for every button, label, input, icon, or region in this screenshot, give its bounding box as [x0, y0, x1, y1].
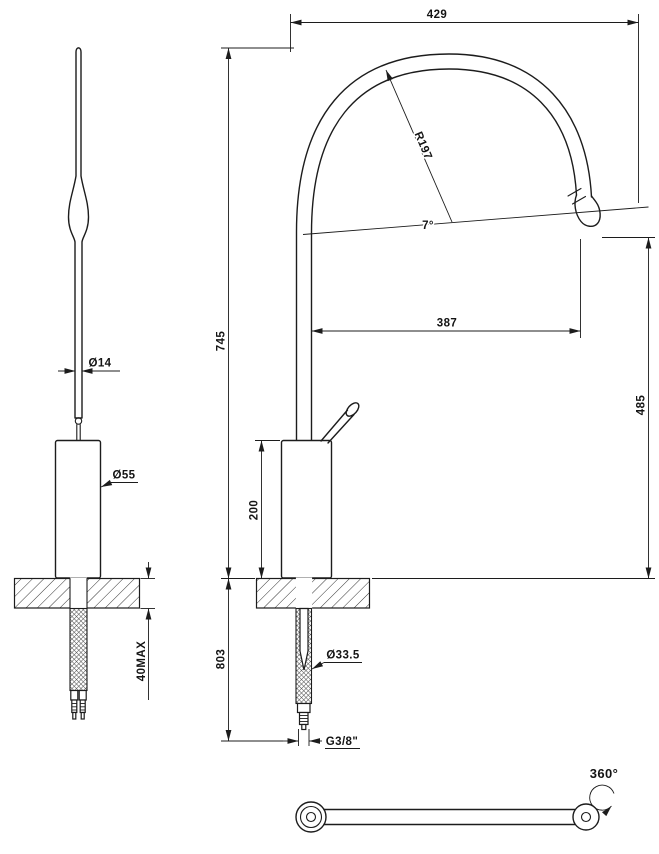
side-spindle-outline — [67, 47, 90, 419]
dim-hole-diameter: Ø33.5 — [311, 648, 362, 670]
front-view: 429 R197 7° 387 745 485 — [214, 8, 655, 750]
dim-spout-angle: 7° — [302, 206, 649, 235]
dim-spout-radius: R197 — [385, 69, 453, 223]
dim-body-height: 200 — [247, 440, 280, 579]
side-body — [54, 439, 102, 579]
dim-label-counter-thickness: 40MAX — [136, 641, 148, 681]
side-view: Ø14 Ø55 40MAX — [13, 47, 155, 720]
dim-label-height-below-counter: 803 — [216, 649, 228, 669]
top-view: 360° — [295, 765, 619, 833]
front-shank — [295, 607, 313, 731]
swivel-symbol: 360° — [588, 765, 619, 817]
rotation-arrow-icon — [589, 784, 615, 817]
dim-overall-width: 429 — [290, 8, 639, 203]
dim-counter-thickness: 40MAX — [135, 562, 155, 700]
top-view-spout-end — [572, 803, 600, 831]
dim-spout-reach: 387 — [311, 239, 581, 338]
dim-height-above-counter: 745 — [214, 47, 294, 579]
side-pivot — [74, 417, 83, 425]
dim-label-swivel-angle: 360° — [590, 766, 619, 781]
spout-inner — [310, 68, 578, 441]
top-view-base — [295, 801, 327, 833]
spout-tip — [574, 194, 601, 227]
dim-label-body-diameter: Ø55 — [113, 470, 136, 482]
dim-height-below-counter: 803 — [214, 578, 283, 742]
dim-label-overall-width: 429 — [427, 9, 447, 21]
front-countertop — [255, 577, 371, 609]
handle-lever — [320, 402, 360, 444]
dim-label-spout-reach: 387 — [437, 318, 457, 330]
dim-label-spout-radius: R197 — [412, 130, 434, 161]
dim-body-diameter: Ø55 — [100, 468, 138, 488]
dim-label-handle-diameter: Ø14 — [89, 358, 112, 370]
dim-label-hole-diameter: Ø33.5 — [326, 650, 360, 662]
dim-handle-diameter: Ø14 — [58, 356, 120, 374]
dim-label-spout-angle: 7° — [422, 220, 434, 232]
dim-connection-thread: G3/8" — [283, 729, 360, 750]
side-hoses — [69, 577, 88, 720]
dim-label-body-height: 200 — [249, 500, 261, 520]
dim-label-height-above-counter: 745 — [216, 331, 228, 352]
spout-outer — [295, 53, 593, 441]
dim-label-spout-clearance: 485 — [636, 395, 648, 416]
side-countertop — [13, 577, 141, 609]
dim-spout-clearance: 485 — [372, 237, 655, 579]
front-body — [280, 439, 333, 579]
dim-label-connection-thread: G3/8" — [326, 736, 358, 748]
